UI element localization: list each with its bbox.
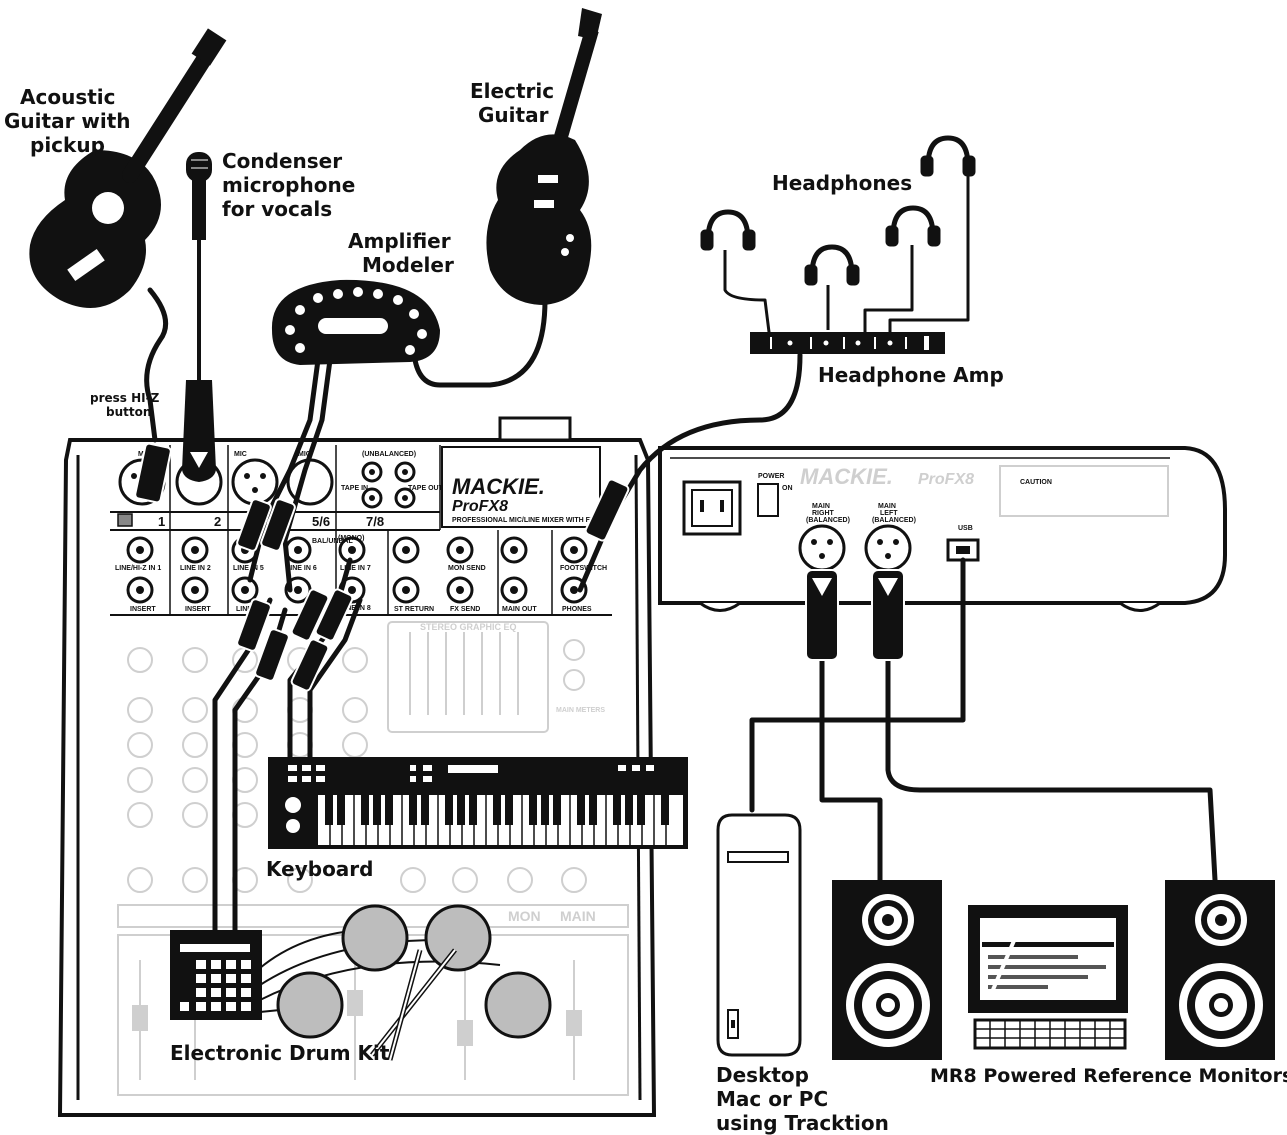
rear-model: ProFX8 xyxy=(918,471,974,488)
label-electric-2: Guitar xyxy=(478,103,549,127)
main-right-output[interactable] xyxy=(798,524,846,572)
mic-label-2: MIC xyxy=(234,451,247,458)
channel-56-number: 5/6 xyxy=(312,514,330,529)
main-left-l1: MAIN xyxy=(878,503,896,510)
rear-brand: MACKIE. xyxy=(800,464,893,489)
label-headphones: Headphones xyxy=(772,171,912,195)
mixer-brand: MACKIE. xyxy=(452,474,545,499)
keyboard-icon xyxy=(268,757,688,849)
label-headphone-amp: Headphone Amp xyxy=(818,363,1004,387)
condenser-mic-icon xyxy=(182,152,216,482)
xlr-input-5[interactable] xyxy=(231,458,279,506)
mono-label: (MONO) xyxy=(338,535,364,542)
bottom-label-fx-send: FX SEND xyxy=(450,606,480,613)
eq-title: STEREO GRAPHIC EQ xyxy=(420,622,517,632)
monitor-left-icon xyxy=(832,880,942,1060)
bal-unbal-label: BAL/UNBAL xyxy=(312,538,354,545)
jack-label-line2: LINE IN 2 xyxy=(180,565,211,572)
label-amp-1: Amplifier xyxy=(348,229,451,253)
label-desktop-3: using Tracktion xyxy=(716,1111,889,1135)
bottom-label-st-return: ST RETURN xyxy=(394,606,434,613)
channel-1-number: 1 xyxy=(158,514,165,529)
label-electric-1: Electric xyxy=(470,79,554,103)
label-acoustic-2: Guitar with xyxy=(4,109,131,133)
mon-label: MON xyxy=(508,908,541,924)
computer-display-icon xyxy=(968,905,1128,1050)
jack-label-footswitch: FOOTSWITCH xyxy=(560,565,607,572)
main-label: MAIN xyxy=(560,908,596,924)
rca-tape-jacks[interactable] xyxy=(361,461,416,509)
power-label: POWER xyxy=(758,473,784,480)
label-condenser-2: microphone xyxy=(222,173,355,197)
jack-label-mon-send: MON SEND xyxy=(448,565,486,572)
monitor-right-icon xyxy=(1165,880,1275,1060)
label-monitors: MR8 Powered Reference Monitors xyxy=(930,1065,1287,1087)
desktop-icon xyxy=(716,813,802,1057)
cable-plugs xyxy=(134,442,905,692)
tape-out-label: TAPE OUT xyxy=(408,485,444,492)
jack-label-line6: LINE IN 6 xyxy=(286,565,317,572)
diagram-labels: Acoustic Guitar with pickup Condenser mi… xyxy=(4,79,1287,1135)
jack-label-line5: LINE IN 5 xyxy=(233,565,264,572)
label-condenser-3: for vocals xyxy=(222,197,332,221)
hiz-button[interactable] xyxy=(117,513,133,527)
label-amp-2: Modeler xyxy=(362,253,454,277)
label-acoustic-3: pickup xyxy=(30,133,105,157)
label-condenser-1: Condenser xyxy=(222,149,342,173)
amp-modeler-icon xyxy=(271,279,440,365)
label-hiz-1: press HI-Z xyxy=(90,391,160,405)
acoustic-guitar-icon xyxy=(29,28,227,308)
main-right-l2: RIGHT xyxy=(812,510,835,517)
headphones-icon xyxy=(700,135,976,286)
power-switch[interactable] xyxy=(757,483,779,517)
label-drum-kit: Electronic Drum Kit xyxy=(170,1041,390,1065)
main-left-l3: (BALANCED) xyxy=(872,517,916,524)
main-left-l2: LEFT xyxy=(880,510,898,517)
mixer-tagline: PROFESSIONAL MIC/LINE MIXER WITH FX xyxy=(452,517,595,524)
main-meters-label: MAIN METERS xyxy=(556,707,605,714)
drum-kit-icon xyxy=(170,904,552,1061)
headphone-amp-icon xyxy=(750,332,945,354)
label-keyboard: Keyboard xyxy=(266,857,373,881)
label-acoustic-1: Acoustic xyxy=(20,85,116,109)
bottom-label-phones: PHONES xyxy=(562,606,592,613)
main-left-output[interactable] xyxy=(864,524,912,572)
jack-label-line-hiz: LINE/HI-Z IN 1 xyxy=(115,565,161,572)
label-desktop-1: Desktop xyxy=(716,1063,809,1087)
channel-2-number: 2 xyxy=(214,514,221,529)
bottom-label-insert-1: INSERT xyxy=(130,606,156,613)
usb-label: USB xyxy=(958,525,973,532)
mixer-model: ProFX8 xyxy=(452,498,508,515)
bottom-label-insert-2: INSERT xyxy=(185,606,211,613)
channel-78-number: 7/8 xyxy=(366,514,384,529)
main-right-l1: MAIN xyxy=(812,503,830,510)
mixer-rear-panel: POWER ON MACKIE. ProFX8 CAUTION MAIN RIG… xyxy=(658,446,1227,612)
label-hiz-2: button xyxy=(106,405,151,419)
tape-in-label: TAPE IN xyxy=(341,485,368,492)
jack-label-line7: LINE IN 7 xyxy=(340,565,371,572)
on-label: ON xyxy=(782,485,793,492)
bottom-label-main-out: MAIN OUT xyxy=(502,606,537,613)
main-right-l3: (BALANCED) xyxy=(806,517,850,524)
caution-label: CAUTION xyxy=(1020,479,1052,486)
unbalanced-label: (UNBALANCED) xyxy=(362,451,416,458)
mic-label-3: MIC xyxy=(298,451,311,458)
label-desktop-2: Mac or PC xyxy=(716,1087,828,1111)
electric-guitar-icon xyxy=(486,8,602,305)
